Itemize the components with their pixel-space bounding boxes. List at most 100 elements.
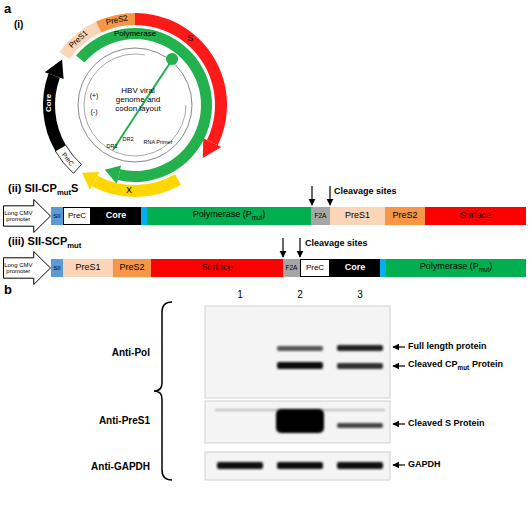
segment-label: F2A — [286, 264, 298, 271]
antibody-label: Anti-Pol — [112, 347, 150, 358]
label-group: HBV viral genome and codon layout — [106, 87, 170, 113]
annotation: Cleavage sites — [305, 238, 368, 248]
blot-panel — [205, 306, 390, 398]
polymerase-blob — [166, 53, 178, 65]
blot-panel — [205, 452, 390, 480]
label-group: X — [126, 186, 132, 196]
promoter-shape — [4, 252, 51, 285]
blot-band — [337, 462, 383, 469]
node-text-block: Surface — [460, 211, 491, 220]
construct-name: S — [71, 182, 78, 194]
arc-label: Polymerase — [114, 28, 156, 37]
gene-segment: Surface — [425, 207, 526, 225]
node-text-block: PreC — [306, 264, 324, 272]
gene-segment: PreS1 — [63, 259, 113, 277]
node-text-block: PreS1 — [75, 263, 100, 272]
blot-band — [337, 363, 383, 369]
lane-number: 1 — [237, 289, 243, 300]
label-group: S — [187, 34, 193, 44]
segment-label: ) — [489, 261, 492, 271]
subscript: mut — [252, 214, 263, 221]
node-text-block: SII — [53, 265, 60, 271]
promoter-arrow: Long CMV promoter — [3, 199, 51, 233]
gene-segment: Core — [330, 259, 380, 277]
pointer-arrow — [393, 346, 405, 347]
label-group: Anti-Pol — [112, 347, 150, 358]
cleavage-arrow — [329, 186, 330, 205]
segment-label: Polymerase (P — [193, 209, 252, 219]
cleavage-arrow — [299, 238, 300, 257]
tag-segment: SII — [51, 259, 63, 277]
label-group: (ii) SII-CPmutS — [8, 182, 78, 198]
node-text-block: Long CMV promoter — [3, 262, 34, 275]
label-group: b — [4, 283, 12, 297]
label-group: Anti-PreS1 — [99, 415, 150, 426]
segment-label: F2A — [315, 212, 327, 219]
segment-label: PreC — [68, 211, 86, 220]
label-group: DR1 — [106, 143, 117, 149]
label-group: (iii) SII-SCPmut — [8, 235, 81, 251]
blot-band — [217, 462, 263, 469]
node-text-block: Core — [106, 211, 127, 220]
label-group: (i) — [14, 19, 23, 30]
label-group: (+) — [90, 92, 99, 100]
node-text-block: Polymerase (Pmut) — [193, 210, 266, 221]
pointer-arrow — [393, 423, 405, 424]
cleavage-arrow — [311, 186, 312, 205]
node-text-block: PreS2 — [119, 263, 144, 272]
gene-segment: PreS2 — [113, 259, 151, 277]
segment-label: Core — [345, 262, 366, 272]
node-text-block: F2A — [286, 265, 298, 272]
gene-segment: Core — [91, 207, 141, 225]
segment-label: PreS1 — [75, 262, 100, 272]
blot-panel — [205, 401, 390, 443]
antibody-label: Anti-PreS1 — [99, 415, 150, 426]
subscript: mut — [57, 188, 71, 197]
segment-label: Long CMV promoter — [4, 262, 32, 274]
label-group: Cleavage sites — [305, 239, 368, 249]
element-label: DR1 — [106, 143, 117, 149]
label-group: Cleaved S Protein — [408, 419, 485, 429]
label-group: Anti-GAPDH — [91, 461, 150, 472]
prec-arc — [55, 145, 81, 173]
node-text-block: Core — [345, 263, 366, 272]
band-label: GAPDH — [408, 459, 441, 469]
label-group: a — [4, 2, 11, 16]
label-group: GAPDH — [408, 460, 441, 470]
band-label: Cleaved S Protein — [408, 418, 485, 428]
linker-segment: F2A — [311, 207, 330, 225]
node-text-block: F2A — [315, 213, 327, 220]
core-arc — [43, 74, 66, 151]
plus-strand — [78, 48, 192, 162]
segment-label: SII — [53, 213, 60, 219]
strand-label: (-) — [91, 108, 98, 115]
band-label: Cleaved CP — [408, 359, 458, 369]
element-label: RNA Primer — [143, 139, 172, 145]
segment-label: PreC — [306, 263, 324, 272]
gene-segment: Surface — [151, 259, 283, 277]
segment-label: PreS2 — [119, 262, 144, 272]
minus-strand — [84, 54, 186, 156]
gene-segment: Polymerase (Pmut) — [386, 259, 526, 277]
blot-band — [277, 462, 323, 469]
label-group: Full length protein — [408, 342, 487, 352]
blot-band — [277, 362, 323, 369]
x-arc-head — [82, 172, 99, 190]
blot-band — [337, 345, 383, 351]
label-group: Core — [45, 94, 54, 112]
node-text-block: PreC — [68, 212, 86, 220]
arc-label: S — [187, 33, 193, 43]
gene-segment: PreC — [300, 259, 330, 277]
strand-label: (+) — [90, 92, 99, 99]
node-text-block: PreS1 — [345, 211, 370, 220]
subscript: mut — [458, 364, 470, 371]
linker-segment: F2A — [283, 259, 300, 277]
label-group: (-) — [91, 108, 98, 116]
panel-letter: b — [4, 282, 12, 297]
core-arc-head — [45, 59, 64, 79]
blot-band — [337, 423, 383, 428]
gene-segment: PreS2 — [385, 207, 425, 225]
segment-label: ) — [262, 209, 265, 219]
node-text-block: PreS2 — [392, 211, 417, 220]
node-text-block: Surface — [201, 263, 232, 272]
